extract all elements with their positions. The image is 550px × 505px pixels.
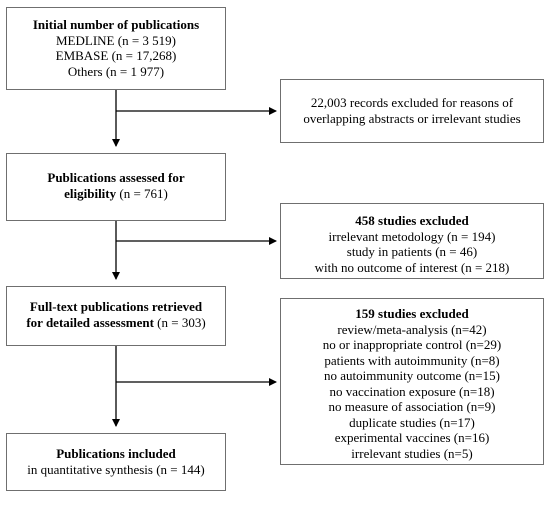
excluded-2-line-1: irrelevant metodology (n = 194) [328, 228, 496, 244]
initial-publications-box: Initial number of publications MEDLINE (… [6, 7, 226, 90]
initial-line-medline: MEDLINE (n = 3 519) [56, 32, 176, 48]
excluded-2-title: 458 studies excluded [355, 213, 469, 228]
excluded-1-line-2: overlapping abstracts or irrelevant stud… [303, 110, 521, 126]
excluded-2-line-2: study in patients (n = 46) [346, 244, 478, 259]
initial-line-embase: EMBASE (n = 17,268) [55, 48, 177, 63]
excluded-3-line-1: review/meta-analysis (n=42) [337, 321, 487, 337]
excluded-studies-box-1: 458 studies excluded irrelevant metodolo… [280, 203, 544, 279]
excluded-3-title: 159 studies excluded [355, 306, 469, 321]
assessed-title-line-2: eligibility [64, 185, 117, 201]
fulltext-count: (n = 303) [153, 314, 206, 330]
excluded-2-line-3: with no outcome of interest (n = 218) [314, 259, 510, 275]
excluded-3-line-6: no measure of association (n=9) [328, 399, 496, 414]
fulltext-title-line-1: Full-text publications retrieved [29, 299, 203, 314]
fulltext-retrieved-box: Full-text publications retrieved for det… [6, 286, 226, 346]
included-title: Publications included [56, 446, 176, 461]
excluded-3-line-8: experimental vaccines (n=16) [334, 430, 490, 445]
assessed-count: (n = 761) [116, 185, 168, 201]
excluded-3-line-9: irrelevant studies (n=5) [351, 445, 473, 461]
excluded-3-line-3: patients with autoimmunity (n=8) [324, 352, 500, 368]
excluded-3-line-4: no autoimmunity outcome (n=15) [324, 368, 500, 383]
fulltext-title-line-2: for detailed assessment [26, 314, 154, 330]
excluded-3-line-2: no or inappropriate control (n=29) [322, 337, 502, 352]
excluded-1-line-1: 22,003 records excluded for reasons of [310, 95, 514, 110]
assessed-eligibility-box: Publications assessed for eligibility (n… [6, 153, 226, 221]
excluded-3-line-7: duplicate studies (n=17) [349, 414, 475, 430]
publications-included-box: Publications included in quantitative sy… [6, 433, 226, 491]
included-line: in quantitative synthesis (n = 144) [27, 461, 205, 477]
excluded-studies-box-2: 159 studies excluded review/meta-analysi… [280, 298, 544, 465]
assessed-title-line-1: Publications assessed for [47, 170, 185, 185]
excluded-records-box: 22,003 records excluded for reasons of o… [280, 79, 544, 143]
initial-line-others: Others (n = 1 977) [67, 63, 165, 79]
excluded-3-line-5: no vaccination exposure (n=18) [329, 383, 495, 399]
initial-title: Initial number of publications [32, 17, 200, 32]
